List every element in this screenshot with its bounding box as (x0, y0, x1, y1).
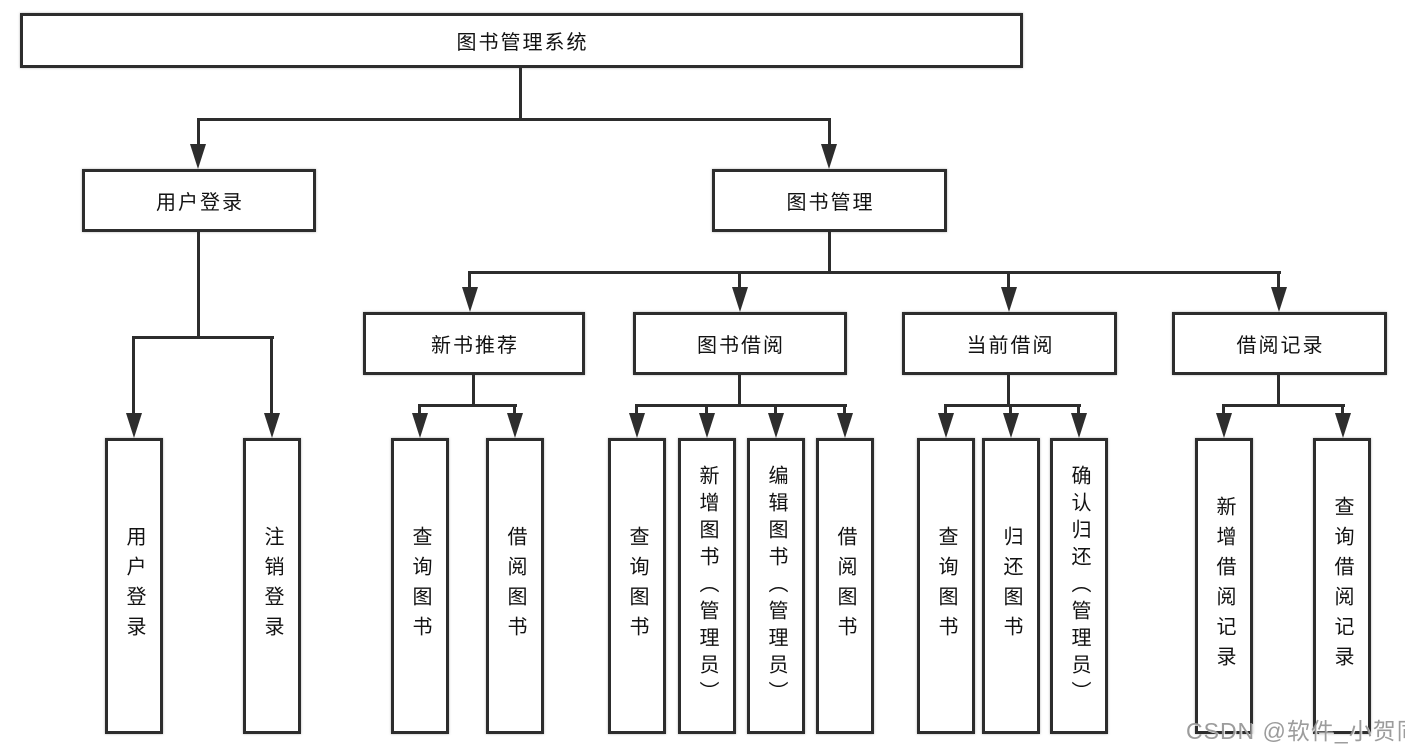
connector-line-v (1341, 404, 1344, 418)
connector-line-v (1007, 375, 1010, 407)
leaf-user-login: 用户登录 (105, 438, 163, 734)
connector-line-v (738, 375, 741, 407)
connector-line-v (944, 404, 947, 418)
connector-line-v (519, 68, 522, 121)
leaf-label: 查询图书 (935, 526, 957, 646)
arrow-down-icon (1003, 413, 1019, 438)
leaf-label: 归还图书 (1000, 526, 1022, 646)
leaf-borrow-books-1: 借阅图书 (486, 438, 544, 734)
leaf-query-books-2: 查询图书 (608, 438, 666, 734)
arrow-down-icon (821, 144, 837, 169)
node-book-management: 图书管理 (712, 169, 947, 232)
connector-line-v (1277, 271, 1280, 293)
arrow-down-icon (462, 287, 478, 312)
connector-line-v (270, 336, 273, 418)
connector-line-v (1009, 404, 1012, 418)
connector-line-v (472, 375, 475, 407)
connector-line-v (132, 336, 135, 418)
connector-line-v (468, 271, 471, 293)
connector-line-v (197, 118, 200, 150)
leaf-add-books-admin: 新增图书（管理员） (678, 438, 736, 734)
connector-line-v (738, 271, 741, 293)
leaf-label: 用户登录 (123, 526, 145, 646)
connector-line-v (1222, 404, 1225, 418)
arrow-down-icon (1216, 413, 1232, 438)
node-new-book-recommend: 新书推荐 (363, 312, 585, 375)
leaf-label: 确认归还（管理员） (1068, 464, 1090, 708)
csdn-watermark: CSDN @软件_小贺同学 (1186, 718, 1405, 744)
leaf-label: 查询图书 (626, 526, 648, 646)
leaf-edit-books-admin: 编辑图书（管理员） (747, 438, 805, 734)
connector-line-h (132, 336, 274, 339)
connector-line-h (197, 118, 831, 121)
leaf-label: 新增借阅记录 (1213, 496, 1235, 676)
node-book-borrowing: 图书借阅 (633, 312, 847, 375)
connector-line-h (468, 271, 1281, 274)
arrow-down-icon (1335, 413, 1351, 438)
arrow-down-icon (1071, 413, 1087, 438)
node-label: 借阅记录 (1236, 335, 1325, 357)
arrow-down-icon (507, 413, 523, 438)
arrow-down-icon (768, 413, 784, 438)
arrow-down-icon (412, 413, 428, 438)
node-label: 当前借阅 (966, 335, 1055, 357)
arrow-down-icon (126, 413, 142, 438)
connector-line-h (944, 404, 1081, 407)
connector-line-v (513, 404, 516, 418)
leaf-add-borrow-record: 新增借阅记录 (1195, 438, 1253, 734)
connector-line-v (418, 404, 421, 418)
arrow-down-icon (699, 413, 715, 438)
connector-line-h (1222, 404, 1345, 407)
leaf-return-books: 归还图书 (982, 438, 1040, 734)
leaf-label: 查询借阅记录 (1331, 496, 1353, 676)
connector-line-v (635, 404, 638, 418)
arrow-down-icon (264, 413, 280, 438)
arrow-down-icon (837, 413, 853, 438)
arrow-down-icon (938, 413, 954, 438)
arrow-down-icon (1001, 287, 1017, 312)
node-root: 图书管理系统 (20, 13, 1023, 68)
node-current-borrowing: 当前借阅 (902, 312, 1117, 375)
leaf-label: 借阅图书 (504, 526, 526, 646)
leaf-label: 新增图书（管理员） (696, 464, 718, 708)
leaf-label: 借阅图书 (834, 526, 856, 646)
leaf-label: 查询图书 (409, 526, 431, 646)
leaf-query-borrow-record: 查询借阅记录 (1313, 438, 1371, 734)
leaf-logout: 注销登录 (243, 438, 301, 734)
node-borrowing-records: 借阅记录 (1172, 312, 1387, 375)
leaf-confirm-return-admin: 确认归还（管理员） (1050, 438, 1108, 734)
connector-line-v (1007, 271, 1010, 293)
leaf-query-books-3: 查询图书 (917, 438, 975, 734)
connector-line-v (843, 404, 846, 418)
leaf-borrow-books-2: 借阅图书 (816, 438, 874, 734)
node-label: 新书推荐 (431, 335, 519, 357)
connector-line-v (197, 232, 200, 339)
connector-line-v (828, 118, 831, 150)
node-user-login: 用户登录 (82, 169, 316, 232)
connector-line-v (1277, 375, 1280, 407)
node-label: 用户登录 (156, 192, 244, 214)
connector-line-v (705, 404, 708, 418)
leaf-label: 注销登录 (261, 526, 283, 646)
node-label: 图书借阅 (697, 335, 785, 357)
connector-line-h (635, 404, 847, 407)
leaf-query-books-1: 查询图书 (391, 438, 449, 734)
connector-line-v (828, 232, 831, 274)
leaf-label: 编辑图书（管理员） (765, 464, 787, 708)
connector-line-h (418, 404, 517, 407)
connector-line-v (774, 404, 777, 418)
node-label: 图书管理 (786, 192, 875, 214)
node-root-label: 图书管理系统 (456, 32, 589, 54)
arrow-down-icon (190, 144, 206, 169)
arrow-down-icon (1271, 287, 1287, 312)
connector-line-v (1077, 404, 1080, 418)
arrow-down-icon (732, 287, 748, 312)
arrow-down-icon (629, 413, 645, 438)
